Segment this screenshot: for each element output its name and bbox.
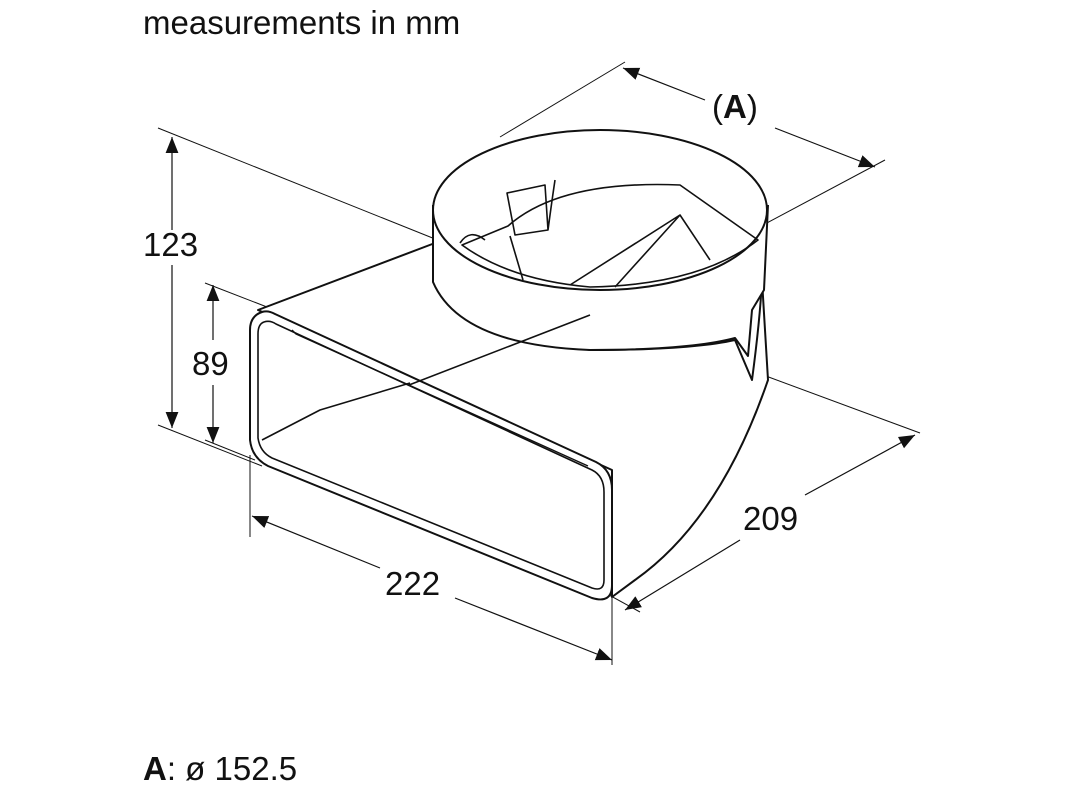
duct-body: [249, 129, 769, 601]
dimension-width: 222: [385, 565, 440, 602]
dimension-lines: [165, 67, 916, 661]
legend-key: A: [143, 750, 167, 787]
dimension-height-inner: 89: [192, 345, 229, 382]
dimension-diameter-ref: (A): [712, 88, 758, 125]
dimension-depth: 209: [743, 500, 798, 537]
diameter-legend: A: ø 152.5: [143, 750, 297, 788]
dimension-height-total: 123: [143, 226, 198, 263]
legend-value: ø 152.5: [176, 750, 298, 787]
legend-separator: :: [166, 750, 177, 787]
page-title: measurements in mm: [143, 4, 461, 41]
